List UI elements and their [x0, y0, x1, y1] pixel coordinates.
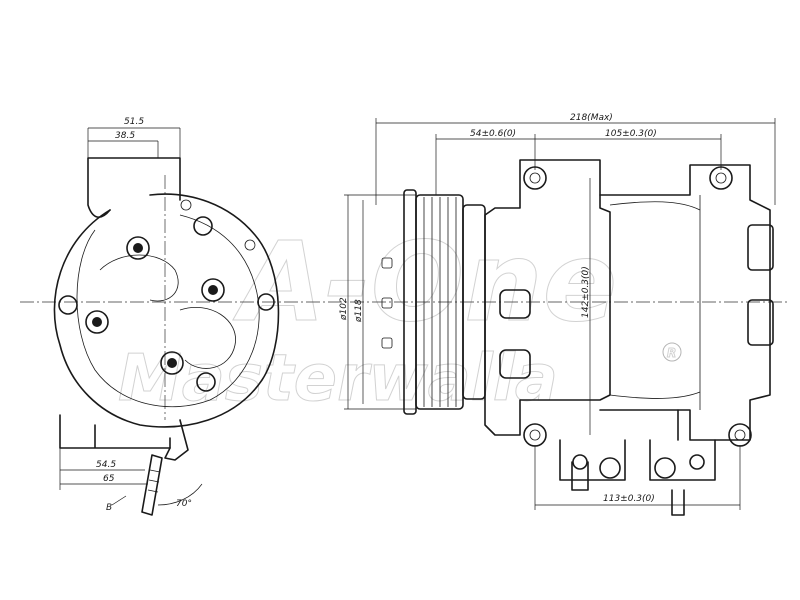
fitting-pipe: [141, 454, 163, 516]
left-end-view: 51.5 38.5 54.5 65 70° B: [53, 117, 280, 516]
dim-width-top: 51.5: [124, 117, 144, 127]
watermark-brand-line2: Masterwalla: [118, 342, 558, 416]
mounting-ears-left: [58, 199, 275, 392]
rear-body: [599, 164, 771, 441]
fitting-threads: [147, 469, 161, 493]
dim-mount-span-top: 105±0.3(0): [605, 129, 657, 139]
right-side-view: 218(Max) 54±0.6(0) 105±0.3(0) ø102 ø118 …: [339, 113, 776, 516]
dim-angle: 70°: [176, 499, 192, 509]
left-bottom-dims: 54.5 65 70° B: [59, 448, 203, 513]
watermark: A-One Masterwalla R: [118, 218, 682, 417]
angle-arc: [157, 483, 203, 506]
port-3: [654, 457, 676, 479]
bottom-bracket: [59, 414, 171, 449]
view-arrow: [111, 495, 127, 506]
end-view-outline: [53, 193, 280, 428]
left-top-dims: 51.5 38.5: [87, 117, 181, 158]
dim-pulley-dia-2: ø118: [354, 299, 364, 323]
dim-width-inner: 38.5: [115, 131, 135, 141]
port-4: [689, 454, 705, 470]
view-label-b: B: [106, 503, 112, 513]
dim-pulley-dia-1: ø102: [339, 297, 349, 321]
inner-lobes: [99, 254, 236, 369]
fitting-body: [164, 419, 189, 461]
dim-bottom-2: 65: [103, 474, 115, 484]
dim-overall-length: 218(Max): [570, 113, 613, 123]
port-1: [572, 454, 588, 470]
side-bosses: [499, 224, 774, 379]
top-boss: [87, 157, 181, 218]
registered-mark-circle: [662, 342, 682, 362]
dim-bottom-1: 54.5: [96, 460, 116, 470]
bottom-manifold: [559, 439, 716, 481]
port-pipes: [571, 409, 685, 516]
port-2: [599, 457, 621, 479]
dim-mount-height: 142±0.3(0): [581, 266, 591, 318]
body-contours: [609, 201, 701, 399]
front-housing: [484, 159, 611, 436]
watermark-brand-line1: A-One: [232, 218, 617, 346]
inner-ring: [76, 214, 260, 408]
dim-pulley-offset: 54±0.6(0): [470, 129, 516, 139]
registered-mark: R: [667, 346, 676, 360]
end-view-bolts: [85, 236, 225, 375]
dim-mount-span-bottom: 113±0.3(0): [603, 494, 655, 504]
side-view-dims: 218(Max) 54±0.6(0) 105±0.3(0) ø102 ø118 …: [339, 113, 776, 510]
